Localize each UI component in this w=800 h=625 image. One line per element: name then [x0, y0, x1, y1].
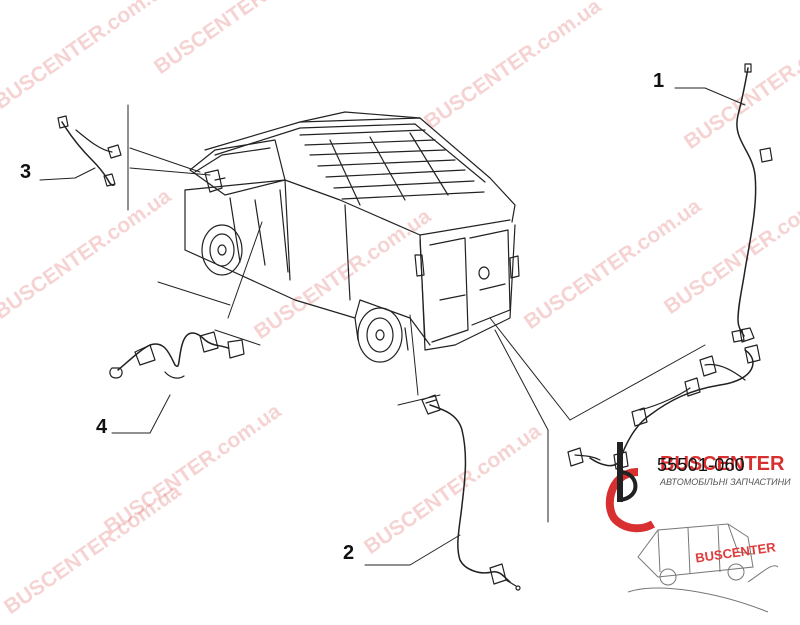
logo-subtitle: АВТОМОБІЛЬНІ ЗАПЧАСТИНИ [660, 477, 791, 487]
callout-2: 2 [343, 542, 355, 564]
leader-lines [39, 87, 746, 566]
harness-4 [109, 331, 245, 379]
callout-3: 3 [20, 161, 32, 183]
brand-logo [605, 442, 779, 613]
van-illustration [184, 111, 520, 363]
callout-4: 4 [96, 416, 108, 438]
harness-2 [421, 394, 521, 591]
harness-1 [567, 63, 773, 470]
part-number: 55501-060 [657, 455, 745, 475]
harness-3 [57, 115, 122, 187]
logo-brand: BUSCENTER [660, 453, 785, 475]
callout-1: 1 [653, 70, 665, 92]
